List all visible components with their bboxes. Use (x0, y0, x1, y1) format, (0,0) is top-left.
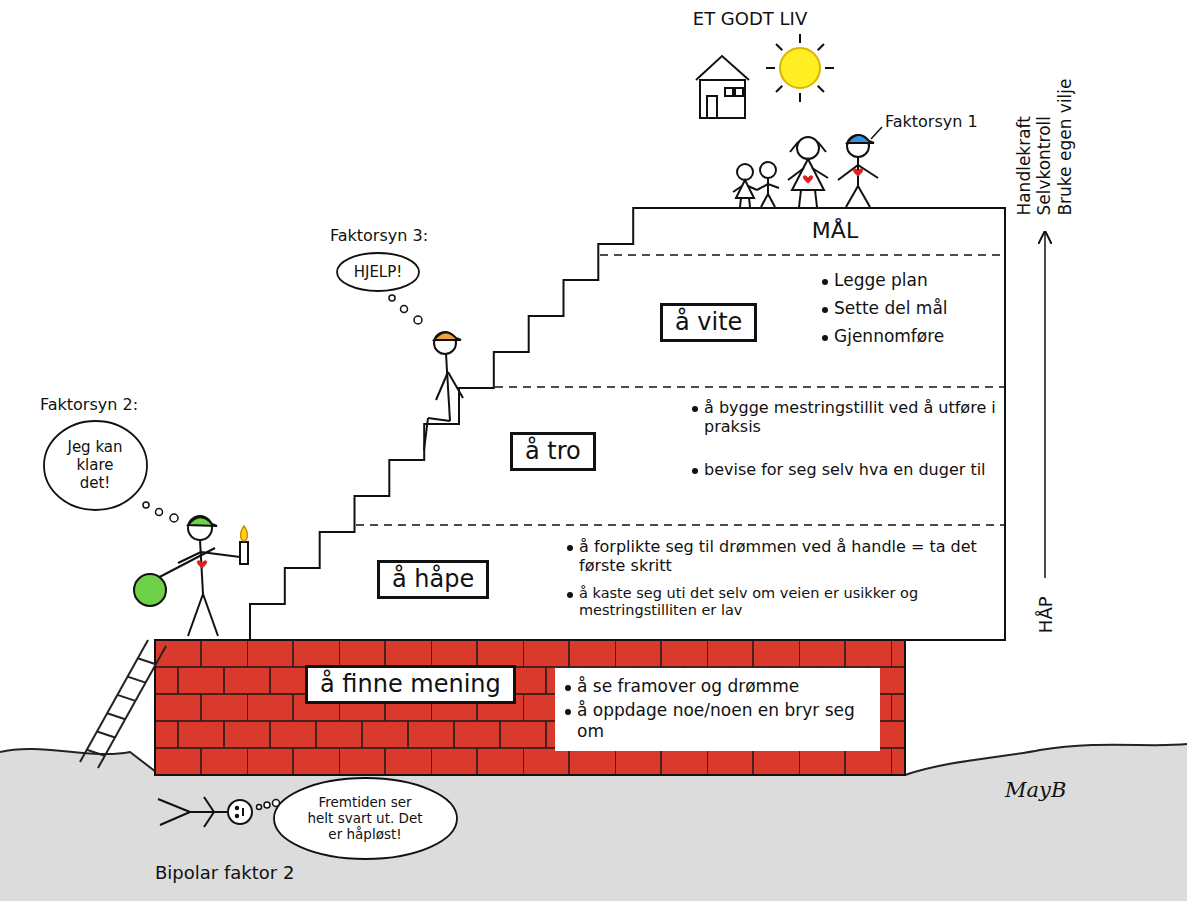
node-text: å tro (525, 437, 581, 466)
step-box: å finne mening (305, 665, 516, 704)
sitting-figure (424, 332, 463, 450)
bullet-item: å kaste seg uti det selv om veien er usi… (565, 585, 1004, 620)
family-figures (733, 135, 878, 207)
node-text: HJELP! (354, 263, 403, 281)
figure-label: Faktorsyn 3: (330, 226, 428, 245)
thought-bubble: Fremtiden ser helt svart ut. Det er håpl… (273, 777, 458, 860)
bullet-item: å se framover og drømme (563, 676, 872, 696)
house-icon (696, 56, 749, 118)
figure-label: Faktorsyn 2: (40, 395, 138, 414)
text-panel: å se framover og drømme å oppdage noe/noe… (555, 668, 880, 751)
thought-dots (143, 502, 178, 522)
lying-figure (158, 797, 252, 827)
bullet-item: Gjennomføre (820, 326, 944, 346)
bullet-item: å forplikte seg til drømmen ved å handle… (565, 537, 1004, 575)
sun-icon (766, 34, 834, 102)
side-note: Handlekraft Selvkontroll Bruke egen vilj… (1014, 65, 1075, 215)
figure-label: Faktorsyn 1 (885, 112, 978, 131)
step-box: å tro (510, 432, 596, 471)
bullet-item: Legge plan (820, 270, 928, 290)
thought-bubble: Jeg kan klare det! (43, 420, 148, 511)
band-divider (600, 254, 1005, 256)
goal-title: ET GODT LIV (693, 8, 807, 30)
bullet-item: Sette del mål (820, 298, 948, 318)
bullet-item: bevise for seg selv hva en duger til (690, 460, 999, 479)
node-text: å finne mening (320, 670, 501, 699)
band-divider (356, 255, 1005, 525)
brick-wall (155, 640, 905, 775)
progress-arrow (1044, 232, 1046, 578)
standing-figure (134, 516, 248, 636)
staircase (250, 208, 1005, 640)
bullet-item: å oppdage noe/noen en bryr seg om (563, 700, 872, 741)
node-text: å håpe (392, 565, 474, 594)
figure-label: Bipolar faktor 2 (155, 862, 294, 884)
thought-bubble: HJELP! (336, 252, 420, 292)
band-heading: MÅL (812, 218, 858, 244)
leader-line (871, 127, 882, 139)
node-text: å vite (675, 308, 742, 337)
thought-dots (389, 295, 422, 324)
node-text: Jeg kan klare det! (63, 438, 127, 492)
step-box: å håpe (377, 560, 489, 599)
side-note: HÅP (1034, 596, 1056, 633)
node-text: Fremtiden ser helt svart ut. Det er håpl… (305, 794, 425, 843)
signature: MayB (1005, 778, 1066, 803)
step-box: å vite (660, 303, 757, 342)
band-divider (495, 386, 1005, 388)
bullet-item: å bygge mestringstillit ved å utføre i p… (690, 398, 999, 436)
band-divider (356, 524, 1005, 526)
ladder (80, 640, 166, 768)
